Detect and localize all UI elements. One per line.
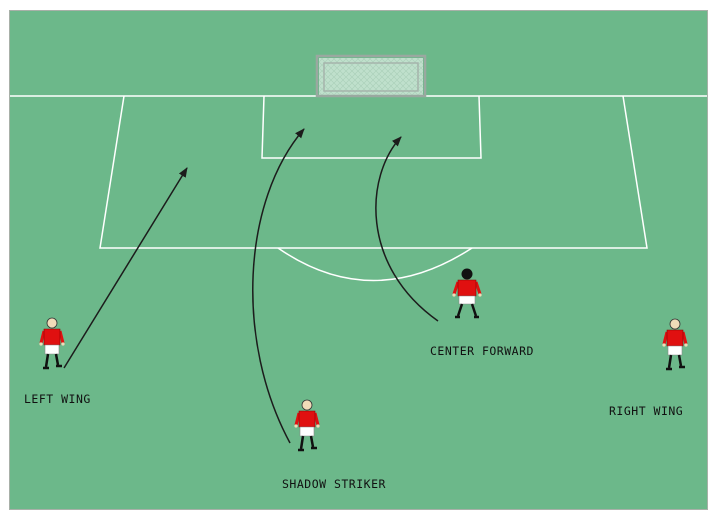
right-wing-label: RIGHT WING [609,404,683,418]
penalty-arc [278,248,472,281]
player-right-wing [662,319,687,369]
field-markings [10,96,708,281]
center-forward-label: CENTER FORWARD [430,344,534,358]
player-center-forward [452,269,481,318]
goal [317,56,425,96]
shadow-striker-run-arrow [253,129,304,443]
player-shadow-striker [294,400,319,450]
left-wing-label: LEFT WING [24,392,91,406]
shadow-striker-label: SHADOW STRIKER [282,477,386,491]
movement-arrows [64,129,438,443]
player-left-wing [39,318,64,368]
pitch-drawing [10,11,708,510]
soccer-pitch: LEFT WING SHADOW STRIKER CENTER FORWARD … [9,10,708,510]
goal-box [262,96,481,158]
left-wing-run-arrow [64,168,187,368]
penalty-box [100,96,647,248]
center-forward-run-arrow [376,137,438,321]
